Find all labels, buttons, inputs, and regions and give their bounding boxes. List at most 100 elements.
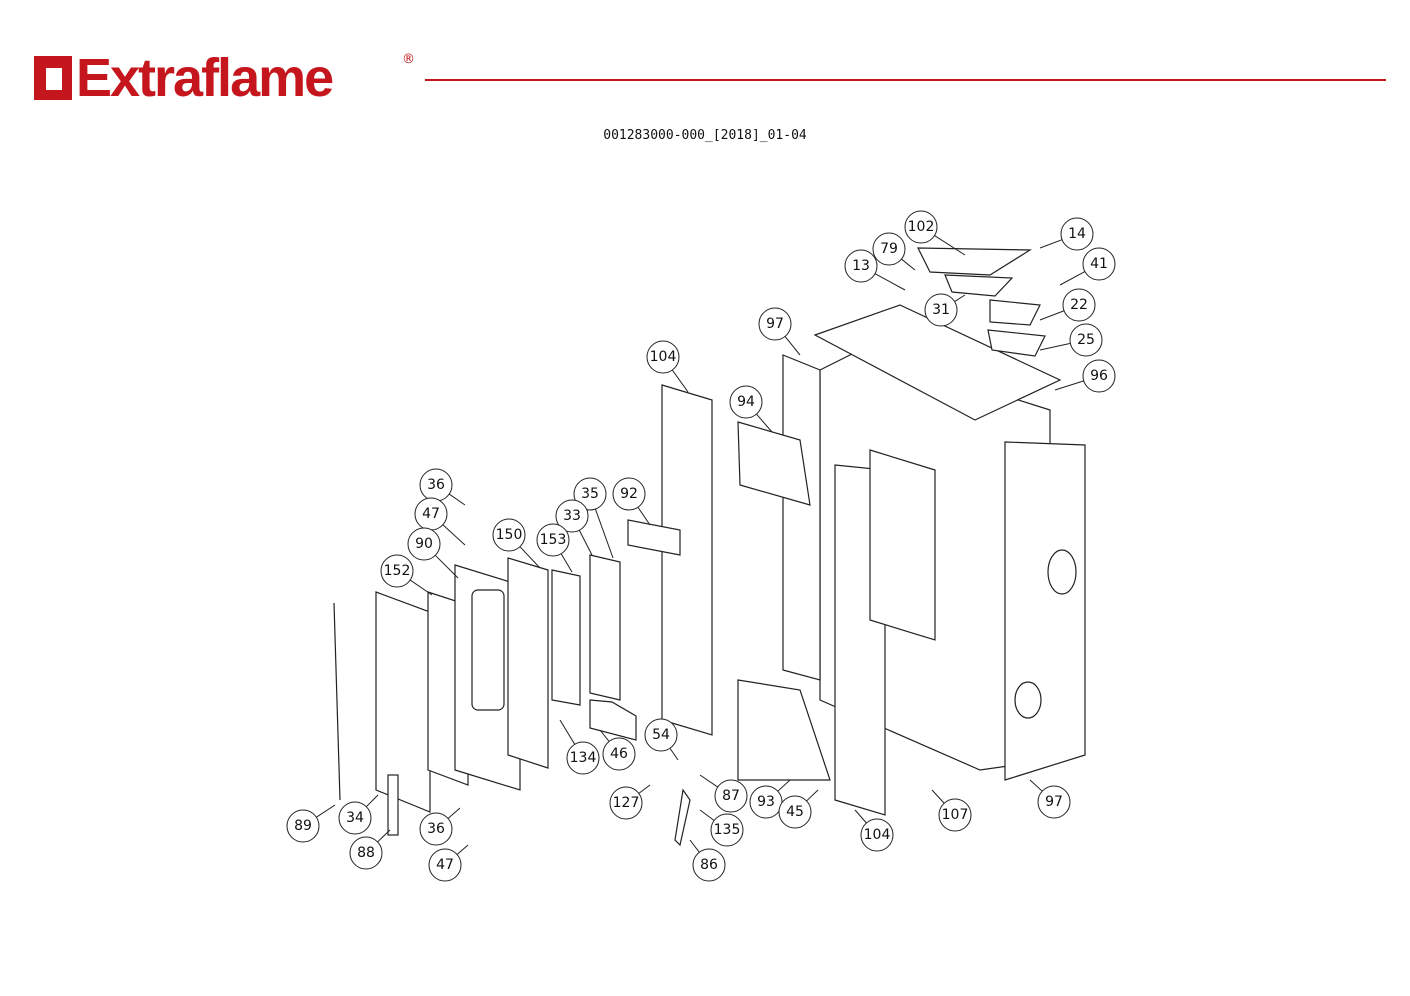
part-number: 45 <box>786 804 804 820</box>
callout-circle <box>609 786 643 820</box>
document-code: 001283000-000_[2018]_01-04 <box>603 128 807 143</box>
leader-line <box>638 784 651 794</box>
part-number: 127 <box>613 795 640 811</box>
part-number: 34 <box>346 810 364 826</box>
callout-circle <box>1082 359 1116 393</box>
part-number: 25 <box>1077 332 1095 348</box>
callout-circle <box>646 340 680 374</box>
part-callout: 153 <box>536 523 573 573</box>
leader-line <box>1039 342 1071 351</box>
registered-mark: ® <box>402 52 415 67</box>
part-callout: 33 <box>555 499 593 556</box>
part-callout: 46 <box>599 729 636 771</box>
part-callout: 93 <box>749 779 791 819</box>
leader-line <box>578 530 593 556</box>
part-number: 152 <box>384 563 411 579</box>
part-number: 102 <box>908 219 935 235</box>
leader-line <box>756 413 773 433</box>
leader-line <box>316 804 336 818</box>
leader-line <box>447 807 461 819</box>
parts-drawing <box>333 247 1086 847</box>
callout-circle <box>536 523 570 557</box>
part-number: 96 <box>1090 368 1108 384</box>
callout-circle <box>349 836 383 870</box>
part-number: 107 <box>942 807 969 823</box>
part-callout: 22 <box>1039 288 1096 322</box>
part-callout: 36 <box>419 807 461 846</box>
callout-circle <box>1069 323 1103 357</box>
part-number: 47 <box>436 857 454 873</box>
leader-line <box>806 789 819 802</box>
part-number: 104 <box>650 349 677 365</box>
part-number: 88 <box>357 845 375 861</box>
part-number: 135 <box>714 822 741 838</box>
part-callout: 36 <box>419 468 466 506</box>
leader-line <box>854 809 867 824</box>
callout-circle <box>1060 217 1094 251</box>
callout-circle <box>566 741 600 775</box>
leader-line <box>1029 779 1043 792</box>
callout-circle <box>710 813 744 847</box>
leader-line <box>784 336 801 356</box>
leader-line <box>954 294 966 302</box>
leader-line <box>901 258 916 271</box>
part-callout: 96 <box>1054 359 1116 393</box>
part-callout: 87 <box>699 774 748 813</box>
leader-line <box>874 273 906 291</box>
part-callout: 150 <box>492 518 541 569</box>
part-number: 54 <box>652 727 670 743</box>
leader-line <box>699 809 715 821</box>
leader-line <box>559 719 576 745</box>
callout-circle <box>1037 785 1071 819</box>
callout-circle <box>938 798 972 832</box>
leader-line <box>1059 271 1086 286</box>
part-callout: 107 <box>931 789 972 832</box>
part-callout: 135 <box>699 809 744 847</box>
callout-circle <box>729 385 763 419</box>
part-number: 46 <box>610 746 628 762</box>
part-callout: 127 <box>609 784 651 820</box>
part-callout: 92 <box>612 477 651 526</box>
leader-line <box>777 779 791 792</box>
leader-line <box>934 235 966 256</box>
callout-circle <box>602 737 636 771</box>
callout-circle <box>644 718 678 752</box>
part-callout: 104 <box>854 809 894 852</box>
leader-line <box>442 524 466 546</box>
leader-line <box>669 747 679 761</box>
leader-line <box>560 553 573 573</box>
part-callout: 31 <box>924 293 966 327</box>
callout-circle <box>904 210 938 244</box>
leader-line <box>671 369 689 393</box>
leader-line <box>931 789 945 804</box>
callout-circle <box>612 477 646 511</box>
part-callout: 79 <box>872 232 916 271</box>
part-number: 35 <box>581 486 599 502</box>
part-callout: 97 <box>1029 779 1071 819</box>
part-callout: 47 <box>428 844 469 882</box>
part-callout: 89 <box>286 804 336 843</box>
callout-circle <box>714 779 748 813</box>
part-number: 134 <box>570 750 597 766</box>
callout-circle <box>492 518 526 552</box>
callout-circle <box>428 848 462 882</box>
part-number: 41 <box>1090 256 1108 272</box>
part-number: 79 <box>880 241 898 257</box>
brand-name: Extraflame <box>76 48 334 108</box>
part-callout: 14 <box>1039 217 1094 251</box>
leader-line <box>456 844 469 855</box>
leader-line <box>365 794 379 808</box>
callout-circle <box>286 809 320 843</box>
part-callout: 134 <box>559 719 600 775</box>
callout-circle <box>1082 247 1116 281</box>
callout-circle <box>860 818 894 852</box>
part-callout: 54 <box>644 718 679 761</box>
callout-circle <box>692 848 726 882</box>
callout-circle <box>338 801 372 835</box>
part-number: 47 <box>422 506 440 522</box>
part-number: 14 <box>1068 226 1086 242</box>
logo-mark-icon <box>34 56 72 100</box>
callout-circle <box>419 812 453 846</box>
